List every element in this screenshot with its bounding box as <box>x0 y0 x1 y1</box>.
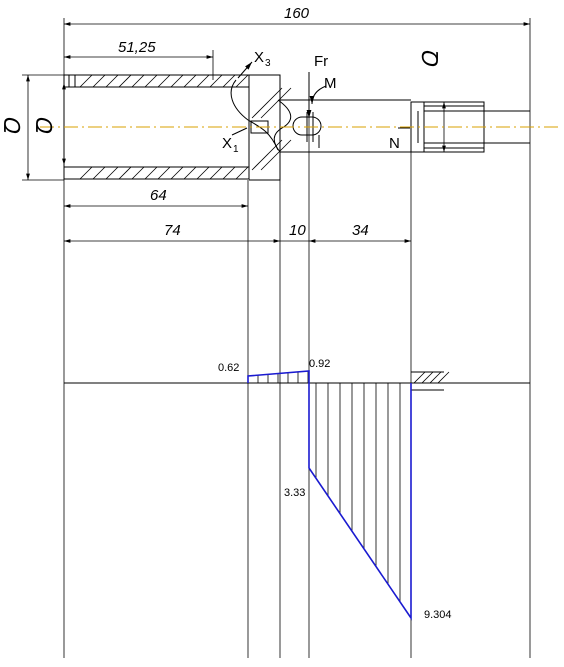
hatch-line <box>183 166 197 180</box>
hatch-line <box>79 166 93 180</box>
hatch-line <box>131 74 145 88</box>
end-block <box>230 74 292 181</box>
hatch-line <box>222 166 236 180</box>
hatch-line <box>157 166 171 180</box>
hatch-line <box>251 139 283 171</box>
hatch-line <box>105 166 119 180</box>
hatch-line <box>260 139 292 171</box>
hatch-line <box>118 166 132 180</box>
label-x1: X <box>222 135 232 152</box>
hatch-line <box>222 74 236 88</box>
section-mark-left-outer: Ꝺ <box>0 117 25 136</box>
hatch-line <box>235 166 249 180</box>
diagram-outline-positive <box>247 370 310 383</box>
hatch-line <box>429 371 442 384</box>
hatch-line <box>421 371 434 384</box>
hatch-line <box>105 74 119 88</box>
hatch-line <box>209 74 223 88</box>
hatch-line <box>144 74 158 88</box>
hatch-line <box>92 74 106 88</box>
label-m: M <box>324 75 337 92</box>
dim-seg-b: 10 <box>289 222 306 239</box>
label-x1-sub: 1 <box>233 144 239 155</box>
diagram-outline-negative <box>308 383 412 621</box>
hatch-line <box>79 74 93 88</box>
value-092: 0.92 <box>309 358 330 370</box>
dim-total: 160 <box>284 5 310 22</box>
label-n: N <box>389 135 400 152</box>
hatch-line <box>183 74 197 88</box>
hatch-line <box>170 74 184 88</box>
support-symbol <box>411 371 450 391</box>
hatch-line <box>196 166 210 180</box>
shaft-body <box>280 99 530 153</box>
hatch-line <box>437 371 450 384</box>
hatch-line <box>144 166 158 180</box>
hatch-line <box>196 74 210 88</box>
hatch-line <box>92 166 106 180</box>
hatch-line <box>209 166 223 180</box>
hatch-line <box>170 166 184 180</box>
hatch-line <box>131 166 145 180</box>
force-annotations <box>231 61 410 136</box>
hatch-line <box>118 74 132 88</box>
dim-bore-length: 64 <box>150 187 167 204</box>
hatch-line <box>260 87 292 119</box>
tube-wall <box>63 74 250 180</box>
dimension-lines <box>26 22 530 243</box>
dim-seg-c: 34 <box>352 222 369 239</box>
label-x3: X <box>254 49 264 66</box>
extension-lines <box>22 18 531 658</box>
hatch-line <box>235 74 249 88</box>
section-mark-left-inner: Ꝺ <box>32 117 57 136</box>
hatch-line <box>157 74 171 88</box>
dim-seg-a: 74 <box>164 222 181 239</box>
value-333: 3.33 <box>284 487 305 499</box>
label-fr: Fr <box>314 53 328 70</box>
hatch-line <box>251 87 283 119</box>
section-mark-right: Ꝺ <box>417 48 442 67</box>
dim-bore-depth: 51,25 <box>118 39 156 56</box>
moment-diagram <box>247 370 412 621</box>
hatch-line <box>413 371 426 384</box>
value-9304: 9.304 <box>424 609 452 621</box>
label-x3-sub: 3 <box>265 58 271 69</box>
value-062: 0.62 <box>218 362 239 374</box>
